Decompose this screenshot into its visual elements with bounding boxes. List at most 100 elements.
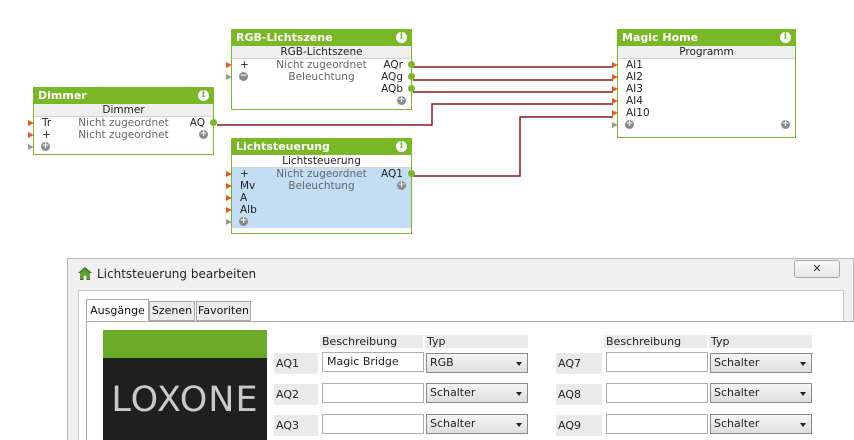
home-icon: [78, 267, 92, 280]
add-output-icon[interactable]: +: [199, 129, 208, 139]
block-title: Dimmer: [38, 89, 87, 102]
input-pin[interactable]: [612, 98, 618, 104]
chevron-down-icon: [800, 423, 806, 427]
description-field[interactable]: [606, 352, 708, 372]
output-label: AQ8: [556, 384, 602, 405]
input-pin[interactable]: [226, 219, 232, 225]
block-row: +: [232, 95, 411, 107]
description-field[interactable]: [606, 383, 708, 403]
add-input-icon[interactable]: +: [41, 141, 50, 151]
output-label: AQ9: [556, 415, 602, 436]
col-header-description: Beschreibung: [320, 335, 423, 348]
type-select[interactable]: Schalter: [426, 383, 528, 403]
block-row: AI10: [612, 107, 795, 119]
block-row: +Nicht zugeordnet+: [28, 129, 213, 141]
lichtsteuerung-block[interactable]: Lichtsteuerung i Lichtsteuerung +Nicht zu…: [226, 138, 415, 234]
close-button[interactable]: ✕: [794, 260, 840, 278]
add-output-icon[interactable]: +: [781, 119, 790, 129]
info-icon[interactable]: i: [780, 32, 791, 43]
description-field[interactable]: Magic Bridge: [322, 352, 424, 372]
input-pin[interactable]: [612, 62, 618, 68]
tab-szenen[interactable]: Szenen: [149, 301, 195, 321]
description-field[interactable]: [322, 383, 424, 403]
block-row: AI3: [612, 83, 795, 95]
block-subtitle: Lichtsteuerung: [232, 155, 411, 168]
remove-icon[interactable]: −: [239, 71, 248, 81]
block-header[interactable]: Dimmer i: [34, 88, 213, 104]
input-pin[interactable]: [612, 74, 618, 80]
input-pin[interactable]: [226, 195, 232, 201]
add-input-icon[interactable]: +: [239, 216, 248, 226]
add-output-icon[interactable]: +: [397, 95, 406, 105]
block-header[interactable]: Lichtsteuerung i: [232, 139, 411, 155]
info-icon[interactable]: i: [396, 141, 407, 152]
input-pin[interactable]: [226, 171, 232, 177]
chevron-down-icon: [516, 362, 522, 366]
chevron-down-icon: [800, 362, 806, 366]
block-row: A: [226, 192, 411, 204]
add-output-icon[interactable]: +: [397, 180, 406, 190]
description-field[interactable]: [606, 414, 708, 434]
wire-aq1-ai10: [413, 116, 613, 177]
output-pin[interactable]: [408, 170, 415, 177]
output-pin[interactable]: [408, 73, 415, 80]
input-pin[interactable]: [28, 132, 34, 138]
input-pin[interactable]: [612, 110, 618, 116]
block-subtitle: RGB-Lichtszene: [232, 46, 411, 59]
block-title: Lichtsteuerung: [236, 140, 330, 153]
output-pin[interactable]: [408, 61, 415, 68]
type-select[interactable]: Schalter: [710, 353, 812, 373]
type-select[interactable]: Schalter: [710, 414, 812, 434]
input-pin[interactable]: [226, 183, 232, 189]
col-header-type: Typ: [709, 335, 812, 348]
dialog-title: Lichtsteuerung bearbeiten: [97, 267, 257, 281]
output-pin[interactable]: [408, 85, 415, 92]
add-input-icon[interactable]: +: [625, 119, 634, 129]
block-row: Alb: [226, 204, 411, 216]
col-header-description: Beschreibung: [604, 335, 707, 348]
output-label: AQ7: [556, 353, 602, 374]
description-field[interactable]: [322, 414, 424, 434]
input-pin[interactable]: [226, 62, 232, 68]
tab-ausgaenge[interactable]: Ausgänge: [86, 299, 149, 321]
input-pin[interactable]: [28, 144, 34, 150]
block-body: AI1 AI2 AI3 AI4 AI10 ++: [612, 59, 795, 131]
loxone-logo: LOXONE: [103, 330, 267, 440]
type-select[interactable]: Schalter: [426, 414, 528, 434]
tab-favoriten[interactable]: Favoriten: [196, 301, 251, 321]
input-pin[interactable]: [612, 122, 618, 128]
info-icon[interactable]: i: [396, 32, 407, 43]
dialog-titlebar[interactable]: Lichtsteuerung bearbeiten ✕: [68, 259, 853, 289]
block-row: AI4: [612, 95, 795, 107]
input-pin[interactable]: [28, 120, 34, 126]
block-row: +: [28, 141, 213, 153]
block-subtitle: Programm: [618, 46, 795, 59]
block-row: ++: [612, 119, 795, 131]
output-label: AQ2: [274, 384, 318, 405]
block-row: AQb: [232, 83, 415, 95]
block-header[interactable]: RGB-Lichtszene i: [232, 30, 411, 46]
chevron-down-icon: [800, 392, 806, 396]
rgb-lichtszene-block[interactable]: RGB-Lichtszene i RGB-Lichtszene +Nicht zu…: [226, 29, 415, 110]
info-icon[interactable]: i: [198, 90, 209, 101]
output-pin[interactable]: [210, 119, 217, 126]
output-label: AQ3: [274, 415, 318, 436]
block-title: RGB-Lichtszene: [236, 31, 333, 44]
type-select[interactable]: Schalter: [710, 383, 812, 403]
chevron-down-icon: [516, 392, 522, 396]
input-pin[interactable]: [226, 207, 232, 213]
col-header-type: Typ: [425, 335, 528, 348]
chevron-down-icon: [516, 423, 522, 427]
input-pin[interactable]: [226, 74, 232, 80]
block-row: AI1: [612, 59, 795, 71]
input-pin[interactable]: [612, 86, 618, 92]
type-select[interactable]: RGB: [426, 353, 528, 373]
